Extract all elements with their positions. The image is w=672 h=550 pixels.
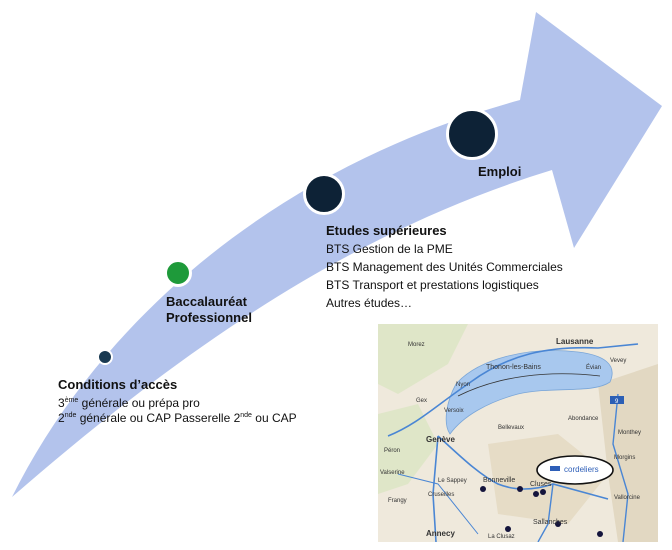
node-emploi — [446, 108, 498, 160]
conditions-line-1: 3ème générale ou prépa pro — [58, 393, 200, 411]
map-label-geneve: Genève — [426, 435, 455, 444]
etudes-item: BTS Gestion de la PME — [326, 242, 453, 256]
region-map: 9 cordeliers Lausanne Vevey Morez Nyon T… — [378, 324, 658, 542]
conditions-line-1-prefix: 3 — [58, 396, 65, 410]
node-bac — [164, 259, 192, 287]
conditions-line-2: 2nde générale ou CAP Passerelle 2nde ou … — [58, 408, 297, 426]
conditions-line-2-prefix: 2 — [58, 411, 65, 425]
etudes-title: Etudes supérieures — [326, 223, 447, 238]
map-label-peron: Péron — [384, 448, 400, 454]
conditions-line-2-mid: générale ou CAP Passerelle 2 — [76, 411, 241, 425]
conditions-line-2-sup-b: nde — [240, 412, 252, 419]
map-label-morez: Morez — [408, 342, 425, 348]
map-label-cluses: Cluses — [530, 481, 552, 488]
map-label-gex: Gex — [416, 398, 427, 404]
conditions-line-2-sup-a: nde — [64, 412, 77, 419]
map-label-bonneville: Bonneville — [483, 477, 515, 484]
map-label-valserine: Valserine — [380, 470, 405, 476]
map-label-morgins: Morgins — [614, 455, 635, 461]
map-label-vallorcine: Vallorcine — [614, 495, 641, 501]
map-label-sappey: Le Sappey — [438, 478, 467, 484]
map-logo-text: cordeliers — [564, 465, 599, 474]
etudes-item: Autres études… — [326, 296, 413, 310]
conditions-line-1-sup: ème — [64, 397, 79, 404]
map-label-evian: Évian — [586, 364, 601, 371]
map-label-bellevaux: Bellevaux — [498, 425, 524, 431]
map-label-frangy: Frangy — [388, 498, 407, 504]
conditions-line-2-end: ou CAP — [251, 411, 297, 425]
bac-title-line-1: Baccalauréat — [166, 294, 247, 309]
bac-title-line-2: Professionnel — [166, 310, 252, 325]
map-label-annecy: Annecy — [426, 529, 455, 538]
map-label-cruseilles: Cruseilles — [428, 492, 454, 498]
conditions-title: Conditions d’accès — [58, 377, 178, 392]
map-label-monthey: Monthey — [618, 430, 641, 436]
map-label-nyon: Nyon — [456, 382, 470, 388]
map-road-number: 9 — [615, 399, 619, 405]
map-label-la-clusaz: La Clusaz — [488, 534, 515, 540]
map-label-sallanches: Sallanches — [533, 519, 568, 526]
conditions-line-1-main: générale ou prépa pro — [81, 396, 200, 410]
node-etudes — [303, 173, 345, 215]
map-label-abondance: Abondance — [568, 416, 599, 422]
etudes-item: BTS Management des Unités Commerciales — [326, 260, 563, 274]
map-label-thonon: Thonon-les-Bains — [486, 364, 541, 371]
emploi-title: Emploi — [478, 164, 522, 179]
map-label-versoix: Versoix — [444, 408, 464, 414]
etudes-item: BTS Transport et prestations logistiques — [326, 278, 539, 292]
node-conditions — [97, 349, 113, 365]
map-label-vevey: Vevey — [610, 358, 626, 364]
map-label-lausanne: Lausanne — [556, 337, 594, 346]
